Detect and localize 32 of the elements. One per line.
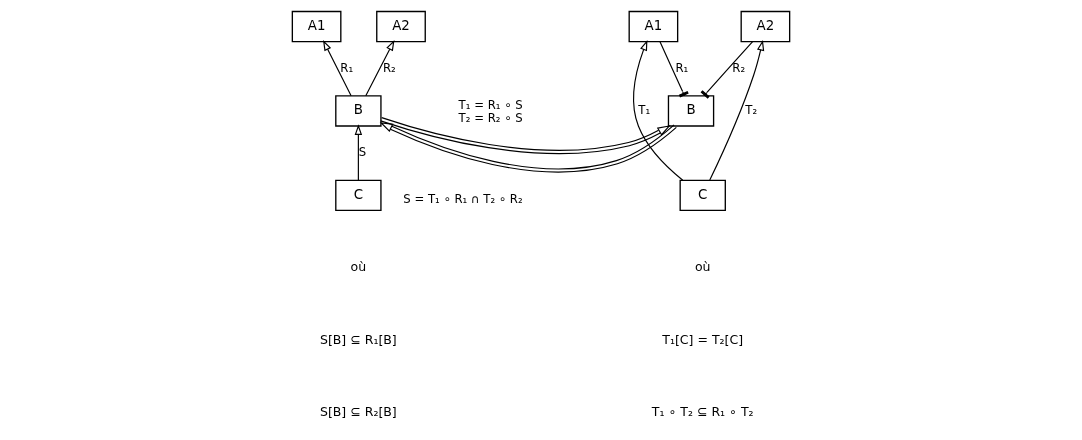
label: T₁[C] = T₂[C]	[662, 331, 744, 347]
label: où	[694, 258, 711, 274]
arrow	[323, 40, 352, 97]
label: où	[350, 258, 367, 274]
node-box: C	[335, 179, 382, 212]
node-box: A1	[628, 10, 679, 43]
arrow	[354, 124, 363, 181]
edge-label: T₂	[745, 103, 758, 118]
node-box: B	[667, 95, 715, 127]
arrow	[633, 39, 684, 181]
node-box: A2	[740, 10, 791, 43]
arrow	[365, 40, 395, 97]
connector	[700, 41, 754, 99]
arrow	[709, 39, 765, 181]
edge-label: R₁	[340, 60, 354, 75]
connector	[659, 41, 689, 98]
arrow	[379, 122, 677, 173]
edge-label: R₁	[675, 60, 689, 75]
label: T₁ ∘ T₂ ⊆ R₁ ∘ T₂	[651, 404, 754, 420]
node-box: A1	[291, 10, 342, 43]
node-box: A2	[376, 10, 426, 43]
edge-label: S = T₁ ∘ R₁ ∩ T₂ ∘ R₂	[403, 192, 523, 207]
edge-label: T₁	[638, 103, 651, 118]
label: S[B] ⊆ R₂[B]	[319, 404, 397, 420]
node-box: B	[335, 95, 382, 127]
arrow	[380, 117, 671, 155]
node-box: C	[679, 179, 726, 212]
edge-label: R₂	[732, 60, 746, 75]
edge-label: S	[358, 145, 367, 160]
label: S[B] ⊆ R₁[B]	[319, 331, 397, 347]
edge-label: R₂	[382, 60, 396, 75]
edge-label: T₁ = R₁ ∘ S T₂ = R₂ ∘ S	[458, 98, 523, 126]
